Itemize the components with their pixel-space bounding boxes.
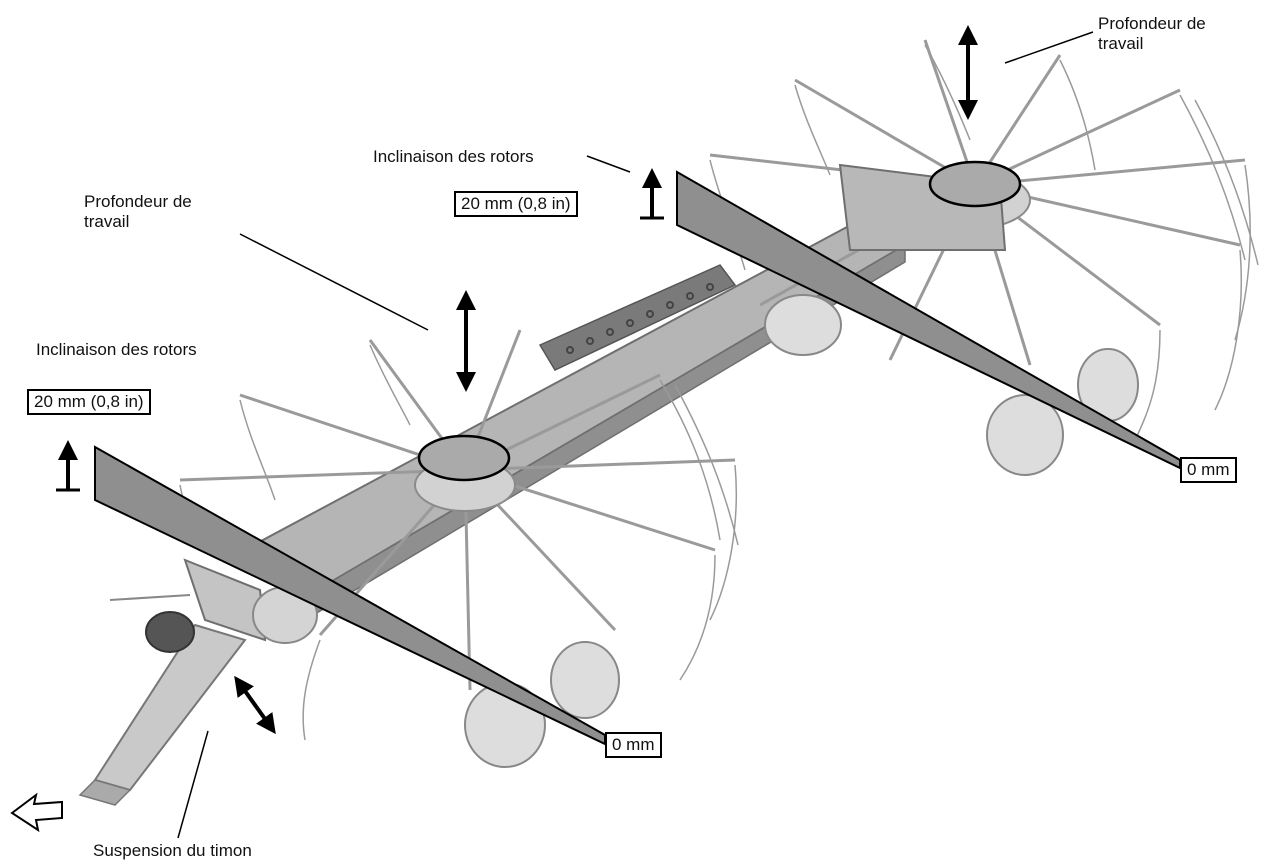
working-depth-label-rear-line2: travail [1098,34,1144,53]
front-tilt-high-value: 20 mm (0,8 in) [27,389,151,415]
rear-tilt-high-value: 20 mm (0,8 in) [454,191,578,217]
drawbar-suspension-label: Suspension du timon [93,841,252,860]
leader-lines [177,31,1094,839]
front-rotor-hub [417,434,511,482]
working-depth-label-front-line2: travail [84,212,130,231]
raise-arrow-icon [640,168,664,220]
rotor-tilt-label-rear: Inclinaison des rotors [373,147,534,166]
drawbar [78,558,267,806]
working-depth-label-front-line1: Profondeur de [84,192,192,211]
rotor-tilt-label-front: Inclinaison des rotors [36,340,197,359]
front-tilt-low-value: 0 mm [605,732,662,758]
rear-rotor-hub [928,160,1022,208]
working-depth-label-rear: Profondeur de travail [1098,14,1206,54]
travel-direction-arrow-icon [10,792,63,833]
raise-arrow-icon [56,440,80,492]
double-arrow-diagonal-icon [234,675,276,735]
rear-tilt-low-value: 0 mm [1180,457,1237,483]
working-depth-label-front: Profondeur de travail [84,192,192,232]
working-depth-label-rear-line1: Profondeur de [1098,14,1206,33]
main-frame [233,218,908,622]
